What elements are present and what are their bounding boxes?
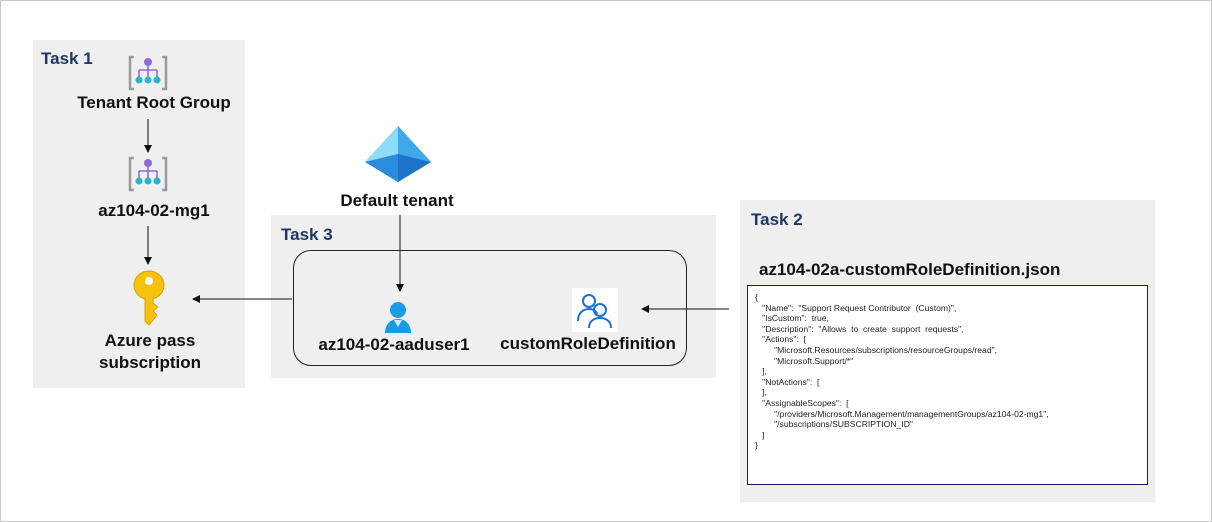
management-group-label: az104-02-mg1 <box>98 201 210 220</box>
json-code-block: { "Name": "Support Request Contributor (… <box>747 285 1148 485</box>
code-line: "Name": "Support Request Contributor (Cu… <box>755 302 957 313</box>
management-group-icon <box>127 155 169 193</box>
code-line: "/providers/Microsoft.Management/managem… <box>755 408 1049 419</box>
subscription-label-line2: subscription <box>98 353 201 372</box>
task2-title: Task 2 <box>751 210 803 229</box>
management-group-icon <box>127 54 169 92</box>
code-line: ], <box>755 366 767 377</box>
code-line: } <box>755 440 758 451</box>
code-line: "Description": "Allows to create support… <box>755 323 964 334</box>
users-group-icon <box>572 288 618 332</box>
code-line: "AssignableScopes": [ <box>755 397 849 408</box>
aaduser-label: az104-02-aaduser1 <box>318 335 470 354</box>
tenant-root-group-label: Tenant Root Group <box>77 93 231 112</box>
code-line: "Actions": [ <box>755 334 806 345</box>
subscription-label-line1: Azure pass <box>104 331 196 350</box>
json-file-name: az104-02a-customRoleDefinition.json <box>759 260 1061 279</box>
code-line: { <box>755 292 758 302</box>
azure-ad-pyramid-icon <box>363 124 433 184</box>
default-tenant-label: Default tenant <box>340 191 454 210</box>
task3-title: Task 3 <box>281 225 333 244</box>
user-icon <box>383 300 413 334</box>
custom-role-definition-label: customRoleDefinition <box>500 334 676 353</box>
code-line: ], <box>755 387 767 398</box>
task1-panel <box>33 40 245 388</box>
role-assignment-box <box>293 250 687 366</box>
key-icon <box>131 269 167 327</box>
task1-title: Task 1 <box>41 49 93 68</box>
code-line: "Microsoft.Resources/subscriptions/resou… <box>755 344 998 355</box>
code-line: "Microsoft.Support/*" <box>755 355 854 366</box>
code-line: "NotActions": [ <box>755 376 820 387</box>
code-line: "/subscriptions/SUBSCRIPTION_ID" <box>755 419 913 430</box>
code-line: ] <box>755 429 765 440</box>
code-line: "IsCustom": true, <box>755 313 829 324</box>
